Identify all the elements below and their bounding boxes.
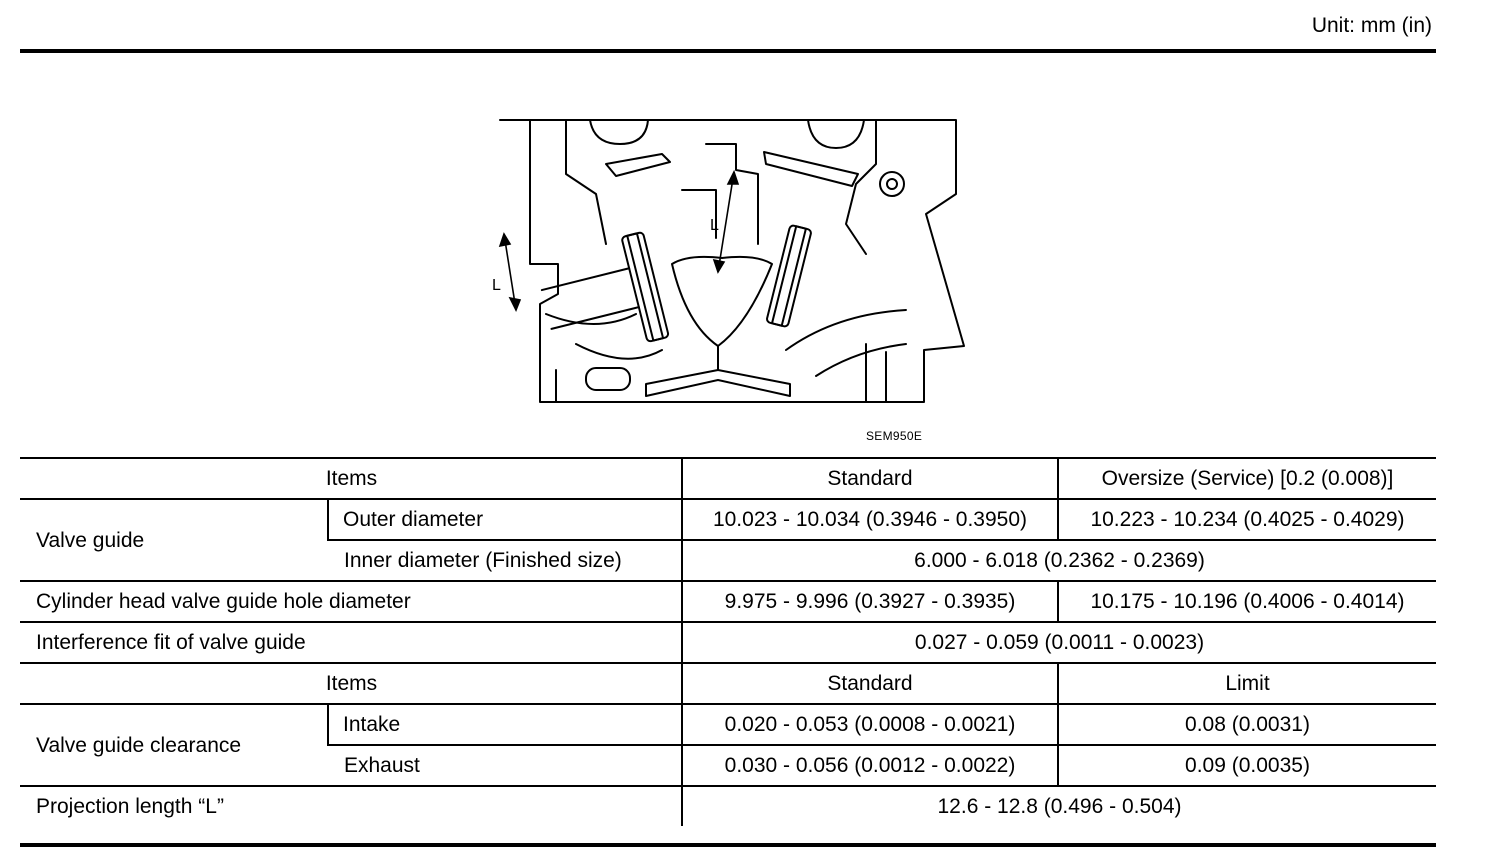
interference-value: 0.027 - 0.059 (0.0011 - 0.0023) <box>681 621 1436 663</box>
outer-diameter-oversize: 10.223 - 10.234 (0.4025 - 0.4029) <box>1057 498 1436 540</box>
table-row: Projection length “L” 12.6 - 12.8 (0.496… <box>20 785 1436 826</box>
unit-label: Unit: mm (in) <box>1311 14 1432 37</box>
table-row: Items Standard Limit <box>20 662 1436 704</box>
top-rule <box>20 49 1436 53</box>
clearance-label: Valve guide clearance <box>20 703 328 786</box>
dimension-l-label-center: L <box>710 217 719 234</box>
hole-diameter-standard: 9.975 - 9.996 (0.3927 - 0.3935) <box>681 580 1058 622</box>
header-items: Items <box>20 457 682 499</box>
header-standard-2: Standard <box>681 662 1058 704</box>
exhaust-label: Exhaust <box>328 744 682 786</box>
hole-diameter-label: Cylinder head valve guide hole diameter <box>20 580 682 622</box>
bottom-rule <box>20 843 1436 847</box>
hole-diameter-oversize: 10.175 - 10.196 (0.4006 - 0.4014) <box>1057 580 1436 622</box>
projection-label: Projection length “L” <box>20 785 682 826</box>
intake-limit: 0.08 (0.0031) <box>1057 703 1436 745</box>
outer-diameter-label: Outer diameter <box>327 498 682 540</box>
intake-label: Intake <box>327 703 682 745</box>
inner-diameter-label: Inner diameter (Finished size) <box>328 539 682 581</box>
header-standard: Standard <box>681 457 1058 499</box>
table-row: Valve guide Outer diameter 10.023 - 10.0… <box>20 498 1436 581</box>
interference-label: Interference fit of valve guide <box>20 621 682 663</box>
valve-guide-spec-table: Items Standard Oversize (Service) [0.2 (… <box>20 457 1436 826</box>
dimension-l-label-left: L <box>492 277 501 294</box>
exhaust-limit: 0.09 (0.0035) <box>1057 744 1436 786</box>
table-row: Cylinder head valve guide hole diameter … <box>20 580 1436 622</box>
header-items-2: Items <box>20 662 682 704</box>
exhaust-standard: 0.030 - 0.056 (0.0012 - 0.0022) <box>681 744 1058 786</box>
valve-guide-label: Valve guide <box>20 498 328 581</box>
table-row: Exhaust 0.030 - 0.056 (0.0012 - 0.0022) … <box>20 744 1436 786</box>
table-row: Inner diameter (Finished size) 6.000 - 6… <box>20 539 1436 581</box>
projection-value: 12.6 - 12.8 (0.496 - 0.504) <box>681 785 1436 826</box>
outer-diameter-standard: 10.023 - 10.034 (0.3946 - 0.3950) <box>681 498 1058 540</box>
table-row: Items Standard Oversize (Service) [0.2 (… <box>20 457 1436 499</box>
header-limit: Limit <box>1057 662 1436 704</box>
cylinder-head-diagram: L L <box>492 119 965 403</box>
intake-standard: 0.020 - 0.053 (0.0008 - 0.0021) <box>681 703 1058 745</box>
figure-id: SEM950E <box>866 429 923 443</box>
table-row: Valve guide clearance Intake 0.020 - 0.0… <box>20 703 1436 786</box>
header-oversize: Oversize (Service) [0.2 (0.008)] <box>1057 457 1436 499</box>
inner-diameter-value: 6.000 - 6.018 (0.2362 - 0.2369) <box>681 539 1436 581</box>
table-row: Interference fit of valve guide 0.027 - … <box>20 621 1436 663</box>
